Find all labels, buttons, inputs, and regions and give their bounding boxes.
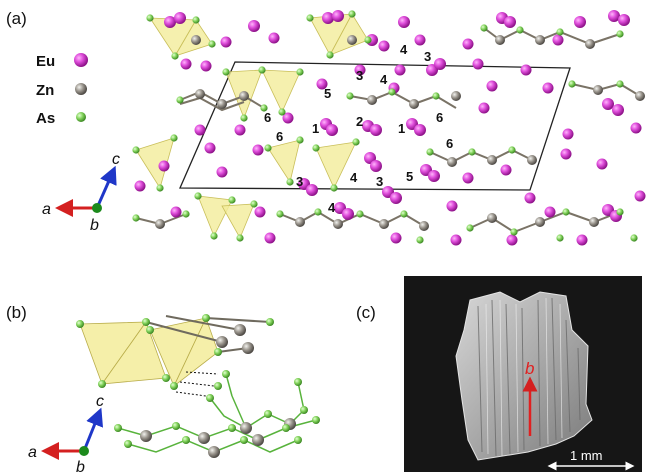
axis-a-label: a xyxy=(42,201,51,218)
axis-c-label: c xyxy=(96,393,104,410)
as-atoms xyxy=(132,10,638,244)
legend-label-eu: Eu xyxy=(36,53,55,70)
axes-panel-b: a c b xyxy=(28,393,104,476)
zn-as-tetrahedra xyxy=(135,13,369,239)
element-legend: Eu Zn As xyxy=(36,53,88,127)
site-label: 6 xyxy=(436,110,443,125)
scale-bar-label: 1 mm xyxy=(570,448,603,463)
axis-b-dot xyxy=(79,446,89,456)
site-label: 4 xyxy=(328,200,336,215)
unit-cell-outline xyxy=(179,61,571,191)
panel-b-as-atoms xyxy=(76,314,320,448)
panel-b-dashed-contacts xyxy=(175,371,219,397)
legend-label-as: As xyxy=(36,110,55,127)
site-label: 3 xyxy=(376,174,383,189)
eu-atoms xyxy=(134,10,646,246)
sem-crystal xyxy=(455,291,593,461)
site-labels: 4 3 3 4 5 6 6 1 2 1 6 6 3 4 3 5 4 xyxy=(264,42,453,215)
sem-crystal-highlights xyxy=(485,297,563,457)
site-label: 6 xyxy=(264,110,271,125)
sem-crystal-striations xyxy=(477,297,581,457)
site-label: 2 xyxy=(356,114,363,129)
zn-atoms xyxy=(155,35,645,231)
axis-a-label: a xyxy=(28,444,37,461)
site-label: 5 xyxy=(324,86,331,101)
legend-zn-swatch xyxy=(75,83,87,95)
site-label: 5 xyxy=(406,169,413,184)
axis-b-label: b xyxy=(76,459,85,476)
axis-b-label: b xyxy=(90,217,99,234)
site-label: 4 xyxy=(400,42,408,57)
site-label: 6 xyxy=(446,136,453,151)
legend-label-zn: Zn xyxy=(36,82,54,99)
axis-c-arrow xyxy=(95,165,117,209)
panel-b-label: (b) xyxy=(6,303,27,322)
site-label: 3 xyxy=(424,49,431,64)
legend-as-swatch xyxy=(76,112,86,122)
axes-panel-a: a c b xyxy=(42,151,120,234)
site-label: 3 xyxy=(356,68,363,83)
panel-b-upper-bonds xyxy=(145,315,271,353)
axis-b-dot xyxy=(92,203,102,213)
site-label: 6 xyxy=(276,129,283,144)
axis-c-label: c xyxy=(112,151,120,168)
site-label: 1 xyxy=(312,121,319,136)
axis-c-arrow xyxy=(82,407,104,452)
panel-a-label: (a) xyxy=(6,9,27,28)
site-label: 4 xyxy=(350,170,358,185)
site-label: 1 xyxy=(398,121,405,136)
panel-c-label: (c) xyxy=(356,303,376,322)
site-label: 4 xyxy=(380,72,388,87)
site-label: 3 xyxy=(296,174,303,189)
panel-b-zn-atoms xyxy=(140,324,296,458)
legend-eu-swatch xyxy=(74,53,88,67)
crystal-b-axis-label: b xyxy=(525,359,534,378)
